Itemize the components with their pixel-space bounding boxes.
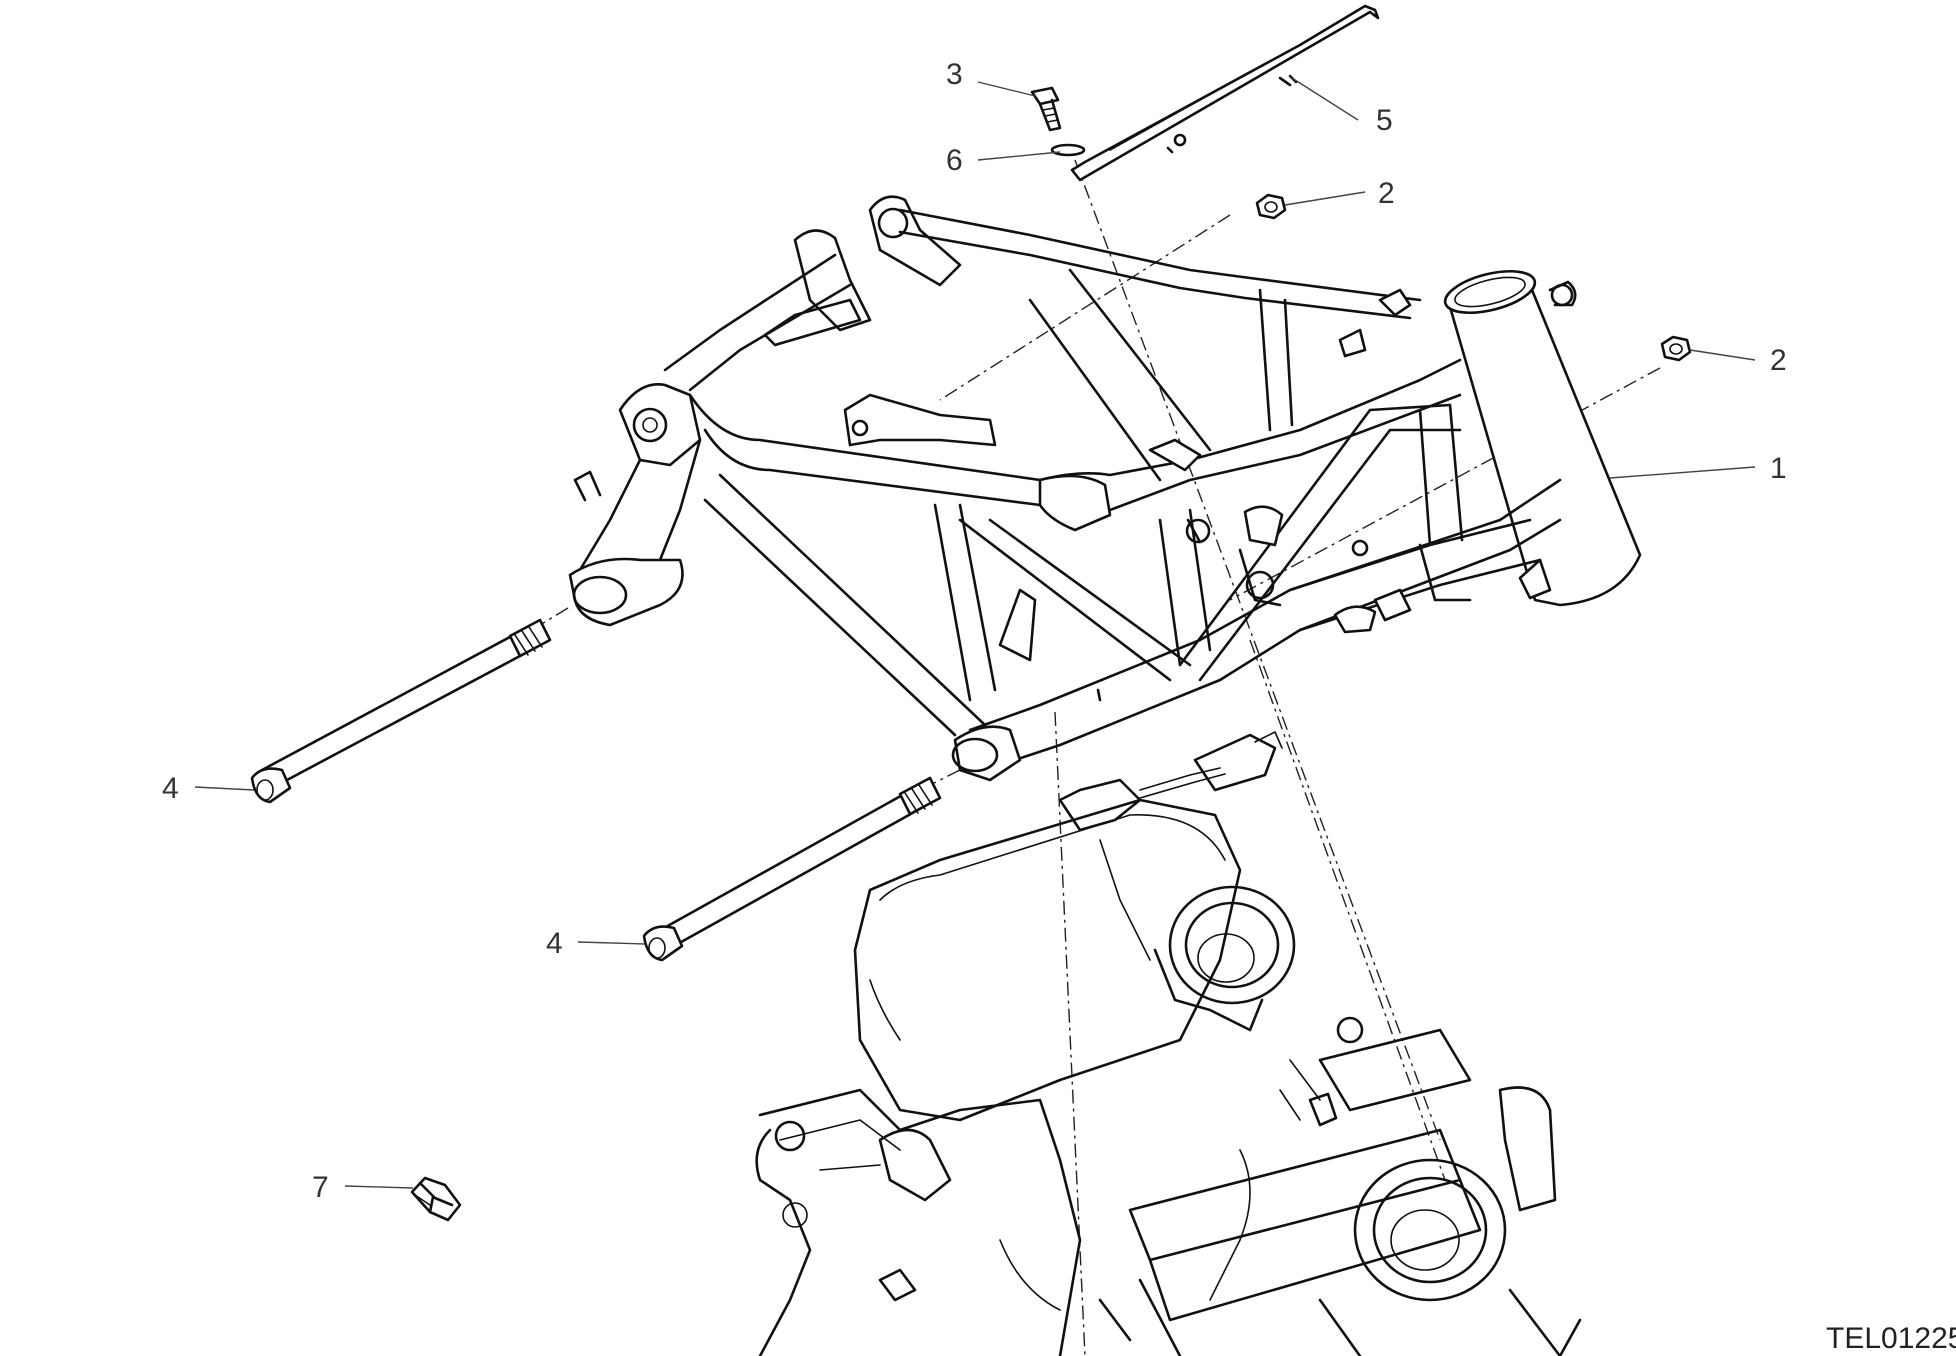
callout-4a: 4 <box>162 772 179 805</box>
washer-part-6 <box>1050 143 1086 157</box>
callout-2b: 2 <box>1770 344 1787 377</box>
callout-labels: 1 2 2 3 4 4 5 6 7 <box>162 58 1787 1204</box>
nut-part-2-lower <box>1660 335 1692 362</box>
callout-2a: 2 <box>1378 177 1395 210</box>
callout-6: 6 <box>946 144 963 177</box>
callout-4b: 4 <box>546 927 563 960</box>
callout-3: 3 <box>946 58 963 91</box>
screw-part-3 <box>1030 86 1062 132</box>
bracket-part-5 <box>1070 4 1380 182</box>
leader-lines <box>194 77 1756 1189</box>
clip-part-7 <box>410 1176 462 1222</box>
callout-1: 1 <box>1770 452 1787 485</box>
callout-5: 5 <box>1376 104 1393 137</box>
bolt-part-4-lower <box>642 776 942 962</box>
callout-7: 7 <box>312 1171 329 1204</box>
bolt-part-4-upper <box>250 618 552 804</box>
nut-part-2-upper <box>1255 193 1287 220</box>
engine-block <box>755 731 1582 1356</box>
main-frame <box>568 195 1642 782</box>
assembly-axes <box>539 159 1661 1356</box>
drawing-code: TEL01225 <box>1826 1322 1956 1355</box>
